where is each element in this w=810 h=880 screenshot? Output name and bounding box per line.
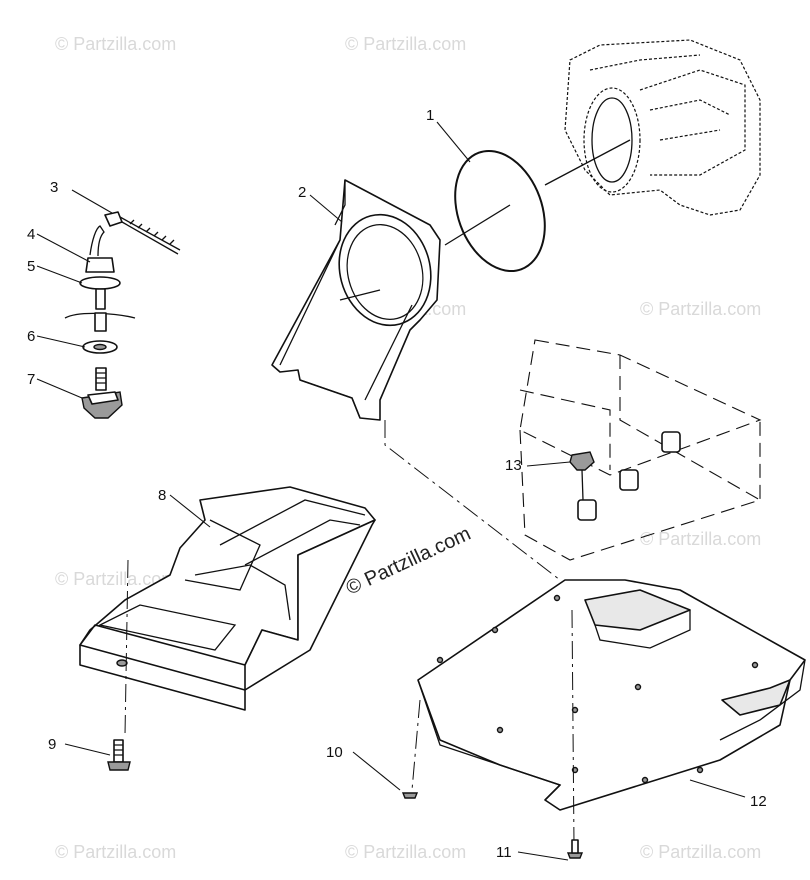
watermark-tile: © Partzilla.com [55, 569, 176, 589]
screw-part-10 [401, 792, 419, 799]
callout-9: 9 [48, 736, 56, 753]
battery-post [577, 499, 597, 521]
callout-5: 5 [27, 258, 35, 275]
screw-part-9 [107, 739, 131, 771]
watermark-tile: © Partzilla.com [345, 842, 466, 862]
callout-3: 3 [50, 179, 58, 196]
watermark-tile: © Partzilla.com [345, 34, 466, 54]
watermark-tile: © Partzilla.com [640, 299, 761, 319]
battery-box-outline [519, 339, 762, 561]
callout-labels: 1 2 3 4 5 6 7 8 9 10 11 12 13 [27, 107, 767, 861]
watermark-tile: © Partzilla.com [640, 529, 761, 549]
callout-10: 10 [326, 744, 343, 761]
callout-13: 13 [505, 457, 522, 474]
antenna-mount-assembly [64, 225, 136, 419]
tray-part-8 [79, 486, 376, 736]
battery-post [619, 469, 639, 491]
skid-plate-part-12 [417, 579, 806, 811]
callout-2: 2 [298, 184, 306, 201]
watermark-tile: © Partzilla.com [55, 34, 176, 54]
callout-4: 4 [27, 226, 35, 243]
watermark-tile: © Partzilla.com [640, 842, 761, 862]
battery-post [661, 431, 681, 453]
watermark-tile: © Partzilla.com [55, 842, 176, 862]
engine-housing [564, 39, 761, 216]
callout-12: 12 [750, 793, 767, 810]
callout-11: 11 [496, 844, 512, 861]
duct-part-2 [271, 179, 441, 421]
callout-6: 6 [27, 328, 35, 345]
bolt-part-3 [104, 211, 181, 255]
plug-part-13 [569, 451, 595, 501]
callout-8: 8 [158, 487, 166, 504]
o-ring-part-1 [454, 149, 546, 273]
screw-part-11 [566, 839, 584, 859]
callout-7: 7 [27, 371, 35, 388]
leader-lines [36, 121, 746, 861]
callout-1: 1 [426, 107, 434, 124]
